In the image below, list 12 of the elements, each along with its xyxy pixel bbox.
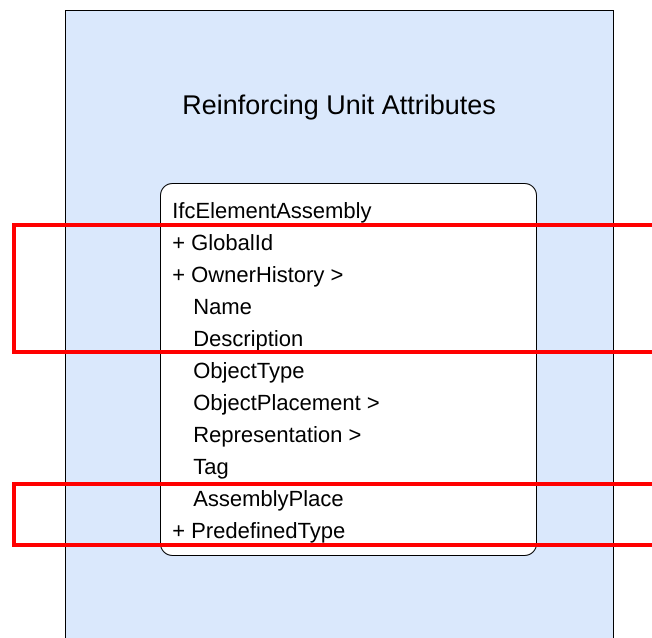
attribute-label: Description	[195, 330, 302, 351]
attribute-label: + PredefinedType	[173, 522, 344, 543]
attribute-label: ObjectPlacement >	[194, 394, 379, 415]
attribute-label: Name	[195, 298, 251, 314]
attribute-label: Tag	[194, 458, 228, 479]
attribute-label: + GlobalId	[173, 234, 272, 250]
class-name: IfcElementAssembly	[174, 202, 372, 223]
attribute-label: AssemblyPlace	[193, 490, 343, 511]
panel-title: Reinforcing Unit Attributes	[184, 94, 495, 120]
attribute-label: ObjectType	[194, 362, 304, 383]
attribute-label: + OwnerHistory >	[173, 266, 342, 287]
attribute-label: Representation >	[195, 426, 360, 447]
